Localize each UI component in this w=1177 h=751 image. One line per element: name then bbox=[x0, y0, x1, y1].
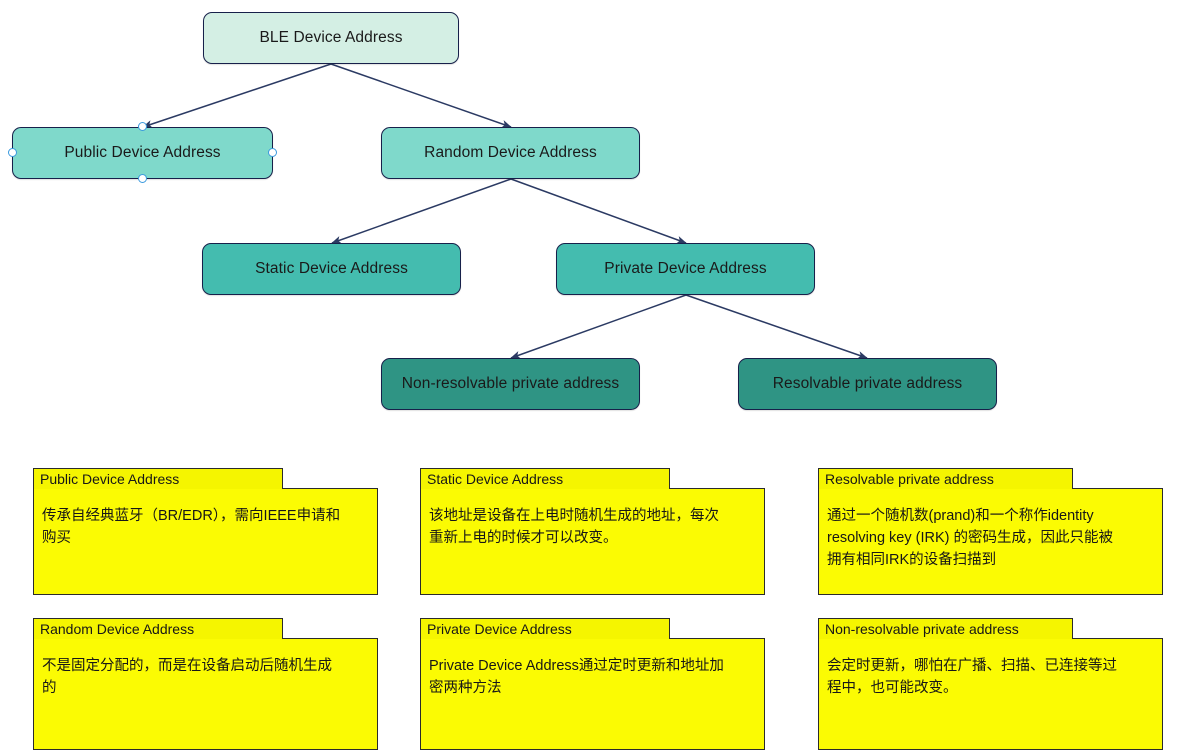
node-res[interactable]: Resolvable private address bbox=[738, 358, 997, 410]
node-nonres[interactable]: Non-resolvable private address bbox=[381, 358, 640, 410]
note-body-line: 拥有相同IRK的设备扫描到 bbox=[827, 552, 997, 568]
node-label: Public Device Address bbox=[64, 144, 221, 161]
edge-priv-to-res[interactable] bbox=[685, 294, 868, 359]
note-body: 通过一个随机数(prand)和一个称作identity resolving key… bbox=[818, 488, 1163, 595]
node-label: Private Device Address bbox=[604, 260, 767, 277]
node-label: Random Device Address bbox=[424, 144, 597, 161]
edge-ble-to-rand[interactable] bbox=[330, 63, 512, 128]
note-body: 该地址是设备在上电时随机生成的地址，每次重新上电的时候才可以改变。 bbox=[420, 488, 765, 595]
connection-handle-left[interactable] bbox=[8, 148, 17, 157]
node-ble[interactable]: BLE Device Address bbox=[203, 12, 459, 64]
note-body: Private Device Address通过定时更新和地址加密两种方法 bbox=[420, 638, 765, 750]
note-body-line: Private Device Address通过定时更新和地址加 bbox=[429, 658, 724, 674]
note-body: 会定时更新，哪怕在广播、扫描、已连接等过程中，也可能改变。 bbox=[818, 638, 1163, 750]
node-label: Resolvable private address bbox=[772, 375, 963, 392]
node-priv[interactable]: Private Device Address bbox=[556, 243, 815, 295]
edge-ble-to-pub[interactable] bbox=[142, 63, 332, 128]
note-title: Private Device Address bbox=[420, 618, 670, 639]
note-body-line: 程中，也可能改变。 bbox=[827, 680, 958, 696]
note-body: 不是固定分配的，而是在设备启动后随机生成的 bbox=[33, 638, 378, 750]
edge-priv-to-nonres[interactable] bbox=[510, 294, 687, 359]
connection-handle-bottom[interactable] bbox=[138, 174, 147, 183]
note-title: Public Device Address bbox=[33, 468, 283, 489]
connection-handle-right[interactable] bbox=[268, 148, 277, 157]
note-body: 传承自经典蓝牙（BR/EDR），需向IEEE申请和购买 bbox=[33, 488, 378, 595]
connection-handle-top[interactable] bbox=[138, 122, 147, 131]
note-body-line: 的 bbox=[42, 680, 57, 696]
node-label: Static Device Address bbox=[255, 260, 408, 277]
note-body-line: 该地址是设备在上电时随机生成的地址，每次 bbox=[429, 508, 719, 524]
note-body-line: 重新上电的时候才可以改变。 bbox=[429, 530, 618, 546]
node-rand[interactable]: Random Device Address bbox=[381, 127, 640, 179]
edge-rand-to-priv[interactable] bbox=[510, 178, 687, 244]
edge-rand-to-stat[interactable] bbox=[331, 178, 512, 244]
node-stat[interactable]: Static Device Address bbox=[202, 243, 461, 295]
node-label: Non-resolvable private address bbox=[401, 375, 620, 392]
note-title: Resolvable private address bbox=[818, 468, 1073, 489]
note-title: Non-resolvable private address bbox=[818, 618, 1073, 639]
note-title: Static Device Address bbox=[420, 468, 670, 489]
note-body-line: 通过一个随机数(prand)和一个称作identity bbox=[827, 508, 1094, 524]
node-pub[interactable]: Public Device Address bbox=[12, 127, 273, 179]
node-label: BLE Device Address bbox=[259, 29, 403, 46]
note-body-line: resolving key (IRK) 的密码生成，因此只能被 bbox=[827, 530, 1114, 546]
note-body-line: 购买 bbox=[42, 530, 71, 546]
note-title: Random Device Address bbox=[33, 618, 283, 639]
note-body-line: 密两种方法 bbox=[429, 680, 502, 696]
note-body-line: 传承自经典蓝牙（BR/EDR），需向IEEE申请和 bbox=[42, 508, 341, 524]
note-body-line: 会定时更新，哪怕在广播、扫描、已连接等过 bbox=[827, 658, 1117, 674]
note-body-line: 不是固定分配的，而是在设备启动后随机生成 bbox=[42, 658, 332, 674]
